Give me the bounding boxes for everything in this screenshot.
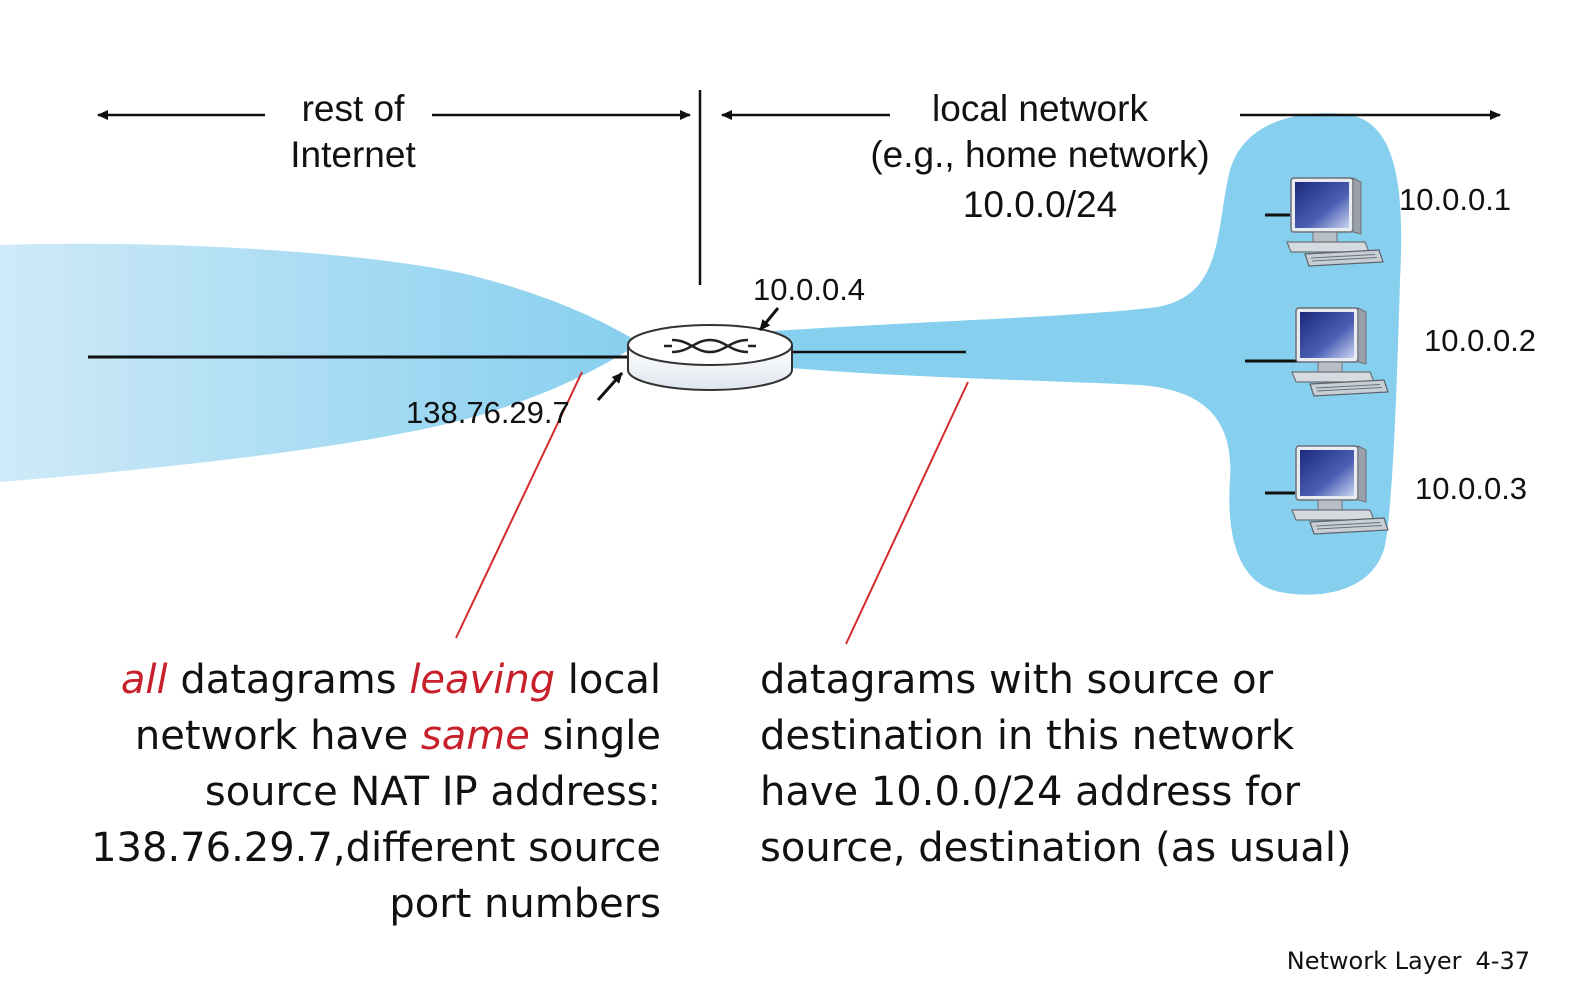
left-caption-line1: all datagrams leaving local — [91, 652, 661, 708]
local-network-subnet: 10.0.0/24 — [962, 184, 1118, 225]
right-caption-line1: datagrams with source or — [760, 657, 1274, 703]
local-network-label: local network (e.g., home network) 10.0.… — [830, 86, 1250, 228]
emphasis-leaving: leaving — [409, 657, 556, 703]
emphasis-all: all — [120, 657, 168, 703]
left-caption-line2-text2: single — [529, 713, 661, 759]
left-caption-line3: source NAT IP address: — [204, 769, 661, 815]
host-2-ip: 10.0.0.2 — [1424, 323, 1537, 358]
left-caption-line1-text2: local — [555, 657, 661, 703]
local-network-area — [760, 113, 1402, 595]
rest-of-internet-label: rest of Internet — [258, 86, 448, 178]
left-caption-line2: network have same single — [91, 708, 661, 764]
left-callout-line — [455, 371, 583, 639]
right-caption-line2: destination in this network — [760, 713, 1295, 759]
footer-slide-number: 4-37 — [1475, 947, 1530, 975]
left-caption: all datagrams leaving local network have… — [91, 652, 661, 932]
left-caption-line4: 138.76.29.7,different source — [91, 825, 661, 871]
nat-router — [627, 324, 793, 391]
left-caption-line2-text1: network have — [134, 713, 421, 759]
slide-footer: Network Layer 4-37 — [1287, 946, 1530, 976]
host-3-ip: 10.0.0.3 — [1415, 471, 1528, 506]
footer-title: Network Layer — [1286, 947, 1462, 975]
local-network-line2: (e.g., home network) — [870, 134, 1210, 175]
router-public-ip: 138.76.29.7 — [406, 395, 570, 430]
public-ip-pointer — [596, 372, 624, 401]
rest-of-internet-line1: rest of — [301, 88, 405, 129]
rest-of-internet-line2: Internet — [290, 134, 416, 175]
router-local-ip: 10.0.0.4 — [753, 272, 866, 307]
right-caption-line4: source, destination (as usual) — [760, 825, 1352, 871]
right-caption: datagrams with source or destination in … — [760, 652, 1352, 876]
internet-cloud — [0, 243, 640, 482]
emphasis-same: same — [420, 713, 530, 759]
left-caption-line1-text1: datagrams — [167, 657, 410, 703]
host-1-ip: 10.0.0.1 — [1399, 182, 1512, 217]
local-ip-pointer — [758, 307, 780, 331]
local-network-line1: local network — [932, 88, 1148, 129]
right-callout-line — [845, 381, 969, 645]
right-caption-line3: have 10.0.0/24 address for — [760, 769, 1301, 815]
left-caption-line5: port numbers — [389, 881, 661, 927]
